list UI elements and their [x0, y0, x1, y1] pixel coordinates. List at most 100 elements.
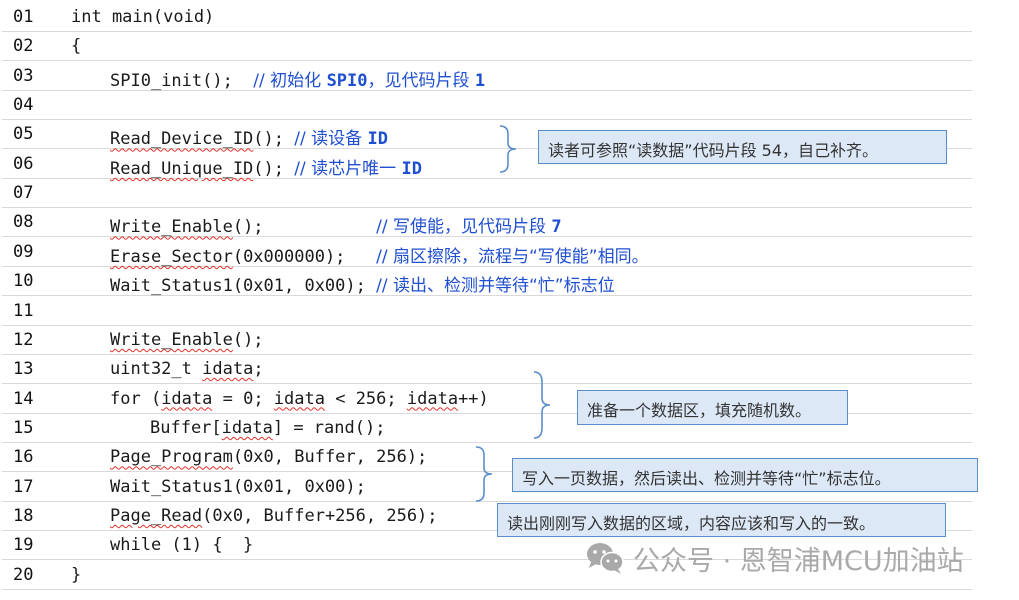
code-comment: // 读设备 — [294, 129, 368, 150]
code-text: Read_Unique_ID(); // 读芯片唯一 ID — [110, 154, 422, 179]
code-comment: SPI0 — [326, 70, 368, 91]
code-text: { — [71, 36, 81, 56]
code-line: 18 Page_Read(0x0, Buffer+256, 256); — [2, 501, 972, 531]
code-text: } — [71, 565, 81, 585]
line-number: 17 — [13, 476, 34, 497]
code-token: (0x0, Buffer+256, 256); — [202, 505, 438, 526]
code-line: 20} — [2, 560, 972, 590]
watermark: 公众号 · 恩智浦MCU加油站 — [585, 540, 964, 577]
code-token: ] = rand(); — [272, 417, 386, 438]
line-number: 06 — [13, 153, 34, 174]
spellcheck-flagged-identifier: Page_Program — [110, 447, 233, 468]
code-line: 06 Read_Unique_ID(); // 读芯片唯一 ID — [2, 149, 972, 179]
code-line: 08 Write_Enable(); // 写使能，见代码片段 7 — [2, 207, 972, 238]
code-token: < 256; — [324, 388, 407, 409]
line-number: 04 — [13, 95, 34, 116]
code-token: (); — [253, 158, 295, 179]
code-line: 05 Read_Device_ID(); // 读设备 ID — [2, 119, 972, 150]
code-token: while (1) { } — [110, 535, 254, 556]
line-number: 07 — [13, 183, 34, 204]
code-line: 11 — [2, 296, 972, 326]
code-token: (); — [232, 329, 264, 350]
spellcheck-flagged-identifier: Page_Read — [110, 505, 203, 526]
code-line: 17 Wait_Status1(0x01, 0x00); — [2, 472, 972, 502]
code-line: 10 Wait_Status1(0x01, 0x00); // 读出、检测并等待“… — [2, 266, 972, 297]
code-token: for ( — [110, 388, 162, 409]
code-text: Buffer[idata] = rand(); — [150, 418, 385, 438]
line-number: 10 — [13, 271, 34, 292]
code-token: Wait_Status1(0x01, 0x00); — [110, 276, 377, 297]
line-number: 18 — [13, 505, 34, 526]
line-number: 05 — [13, 124, 34, 145]
spellcheck-flagged-identifier: Read_Device_ID — [110, 129, 254, 150]
code-comment: // 扇区擦除，流程与“写使能”相同。 — [376, 246, 649, 267]
code-comment: // 初始化 — [253, 70, 327, 91]
spellcheck-flagged-identifier: idata — [161, 388, 213, 409]
code-line: 03 SPI0_init(); // 初始化 SPI0，见代码片段 1 — [2, 61, 972, 91]
line-number: 19 — [13, 535, 34, 556]
line-number: 12 — [13, 329, 34, 350]
brace-lines-16-17 — [475, 446, 493, 502]
code-comment: // 读芯片唯一 — [294, 158, 402, 179]
code-line: 09 Erase_Sector(0x000000); // 扇区擦除，流程与“写使… — [2, 237, 972, 267]
line-number: 03 — [13, 65, 34, 86]
spellcheck-flagged-identifier: Write_Enable — [110, 217, 233, 238]
callout-read-data-note: 读者可参照“读数据”代码片段 54，自己补齐。 — [538, 130, 947, 164]
callout-read-back-note: 读出刚刚写入数据的区域，内容应该和写入的一致。 — [497, 503, 946, 537]
spellcheck-flagged-identifier: Read_Unique_ID — [110, 158, 254, 179]
code-comment: ID — [401, 158, 422, 179]
line-number: 02 — [13, 36, 34, 57]
code-comment: 7 — [551, 217, 562, 238]
line-number: 15 — [13, 417, 34, 438]
code-token: (0x0, Buffer, 256); — [232, 447, 428, 468]
code-text: uint32_t idata; — [110, 359, 264, 379]
code-line: 16 Page_Program(0x0, Buffer, 256); — [2, 442, 972, 473]
line-number: 09 — [13, 241, 34, 262]
code-comment: // 读出、检测并等待“忙”标志位 — [376, 276, 615, 297]
line-number: 20 — [13, 564, 34, 585]
code-line: 01 int main(void) — [2, 2, 972, 32]
spellcheck-flagged-identifier: Erase_Sector — [110, 246, 233, 267]
code-comment: ，见代码片段 — [367, 70, 475, 91]
watermark-text: 公众号 · 恩智浦MCU加油站 — [633, 545, 964, 577]
code-comment: ID — [367, 129, 388, 150]
callout-prepare-buffer-note: 准备一个数据区，填充随机数。 — [577, 390, 848, 425]
code-comment: 1 — [474, 70, 486, 91]
code-line: 19 while (1) { } — [2, 530, 972, 561]
code-token: Wait_Status1(0x01, 0x00); — [110, 476, 366, 497]
brace-lines-05-06 — [499, 125, 517, 173]
code-text: Write_Enable(); — [110, 330, 264, 350]
code-line: 12 Write_Enable(); — [2, 325, 972, 355]
line-number: 08 — [13, 212, 34, 233]
line-number: 11 — [13, 300, 34, 321]
spellcheck-flagged-identifier: idata — [273, 388, 325, 409]
line-number: 16 — [13, 447, 34, 468]
brace-lines-13-15 — [533, 371, 551, 439]
code-token: } — [71, 564, 82, 585]
code-token: SPI0_init(); — [110, 70, 254, 91]
code-text: while (1) { } — [110, 535, 253, 555]
code-token: int main(void) — [71, 7, 215, 27]
code-text: int main(void) — [71, 7, 214, 27]
code-text: Write_Enable(); // 写使能，见代码片段 7 — [110, 212, 562, 237]
spellcheck-flagged-identifier: idata — [221, 417, 273, 438]
code-token: { — [71, 36, 82, 57]
code-text: Wait_Status1(0x01, 0x00); — [110, 477, 366, 497]
line-number: 01 — [13, 7, 34, 27]
code-text: SPI0_init(); // 初始化 SPI0，见代码片段 1 — [110, 66, 485, 91]
spellcheck-flagged-identifier: idata — [202, 359, 254, 380]
spellcheck-flagged-identifier: Write_Enable — [110, 329, 233, 350]
code-comment: // 写使能，见代码片段 — [376, 217, 552, 238]
code-line: 04 — [2, 90, 972, 121]
code-token: (); — [232, 217, 377, 238]
code-text: for (idata = 0; idata < 256; idata++) — [110, 389, 489, 409]
code-text: Read_Device_ID(); // 读设备 ID — [110, 124, 388, 149]
code-line: 15 Buffer[idata] = rand(); — [2, 413, 972, 443]
code-token: ; — [253, 359, 264, 380]
code-text: Erase_Sector(0x000000); // 扇区擦除，流程与“写使能”… — [110, 242, 649, 267]
code-text: Page_Read(0x0, Buffer+256, 256); — [110, 506, 438, 526]
code-token: = 0; — [212, 388, 274, 409]
